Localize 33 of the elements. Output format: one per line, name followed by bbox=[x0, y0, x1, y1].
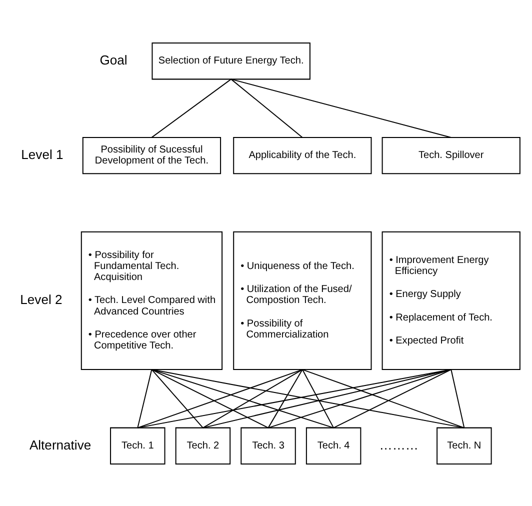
node-box: Selection of Future Energy Tech. bbox=[152, 42, 310, 80]
label: Alternative bbox=[29, 436, 92, 452]
node-box: Tech. 4 bbox=[306, 426, 362, 464]
connector bbox=[137, 368, 152, 428]
connector bbox=[151, 368, 204, 428]
node-box: Tech. 1 bbox=[110, 426, 166, 464]
label: Level 1 bbox=[21, 146, 64, 162]
node-box: • Improvement Energy Efficiency • Energy Supply • Replacement of Tech. • Expected Profit bbox=[382, 230, 520, 370]
label: Level 2 bbox=[20, 292, 62, 307]
connector bbox=[230, 78, 303, 138]
connector bbox=[302, 368, 464, 428]
connector bbox=[230, 78, 452, 138]
connector bbox=[202, 368, 303, 428]
label: Goal bbox=[100, 52, 128, 68]
connector bbox=[202, 368, 452, 428]
node-box: • Uniqueness of the Tech. • Utilization of the Fused/ Compostion Tech. • Possibility of Commercialization bbox=[233, 230, 372, 370]
node-box: Applicability of the Tech. bbox=[233, 136, 372, 174]
node-box: Tech. 3 bbox=[240, 426, 296, 464]
connector bbox=[302, 368, 334, 428]
connector bbox=[268, 368, 452, 428]
connector bbox=[151, 78, 232, 138]
connector bbox=[152, 368, 334, 428]
connector bbox=[450, 368, 465, 428]
label: ……… bbox=[379, 436, 418, 452]
node-box: Tech. Spillover bbox=[382, 136, 520, 174]
node-box: Tech. 2 bbox=[175, 426, 231, 464]
node-box: Possibility of Sucessful Development of the Tech. bbox=[82, 136, 222, 174]
connector bbox=[333, 368, 452, 428]
connector bbox=[268, 368, 303, 428]
node-box: • Possibility for Fundamental Tech. Acquisition • Tech. Level Compared with Advanced Countries • Precedence over other Competitive Tech. bbox=[80, 230, 223, 370]
connector bbox=[152, 368, 268, 428]
node-box: Tech. N bbox=[436, 426, 492, 464]
connector bbox=[137, 368, 303, 428]
